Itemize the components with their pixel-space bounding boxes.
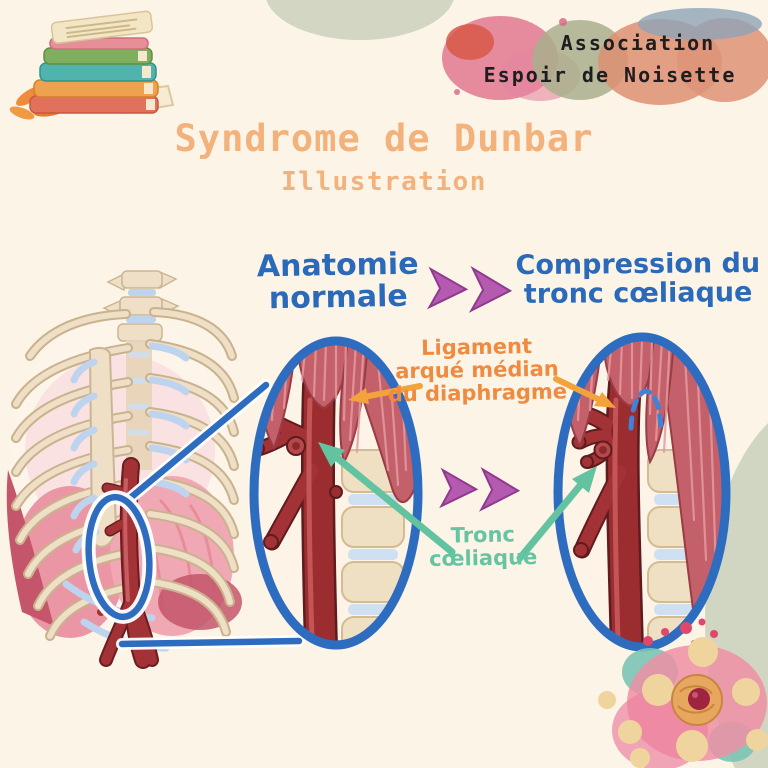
sage-blob-top <box>266 0 454 40</box>
zoom-highlight-ellipse <box>81 490 157 624</box>
label-celiac-compression: Compression du tronc cœliaque <box>512 247 764 311</box>
label-celiac-compression-line1: Compression du <box>515 247 761 282</box>
ligament-arrow-left <box>348 383 423 404</box>
compressed-circle-ring <box>553 332 731 652</box>
label-normal-anatomy: Anatomie normale <box>237 246 438 317</box>
normal-circle-ring <box>249 336 423 650</box>
annotation-ligament: Ligament arqué médian du diaphragme <box>376 334 577 407</box>
zoom-leader-lines <box>116 379 305 650</box>
association-name-line2: Espoir de Noisette <box>483 63 737 87</box>
compressed-anatomy-view <box>553 332 731 652</box>
books-stack <box>9 10 175 120</box>
annotation-ligament-line3: du diaphragme <box>387 379 568 407</box>
page-subtitle: Illustration <box>281 167 487 197</box>
annotation-celiac-trunk: Tronc cœliaque <box>403 522 564 572</box>
association-name-line1: Association <box>560 31 716 55</box>
ligament-arrow-right <box>553 376 616 408</box>
double-chevron-top <box>426 265 513 313</box>
label-normal-anatomy-line1: Anatomie <box>256 246 419 285</box>
label-normal-anatomy-line2: normale <box>268 279 409 317</box>
annotation-celiac-trunk-line2: cœliaque <box>428 545 538 572</box>
page-title: Syndrome de Dunbar <box>174 117 594 160</box>
celiac-arrow-left <box>318 442 456 556</box>
ribcage-illustration <box>6 270 242 669</box>
watercolor-splashes <box>442 8 768 105</box>
aorta-compressed <box>571 367 644 647</box>
celiac-arrow-right <box>516 466 597 562</box>
annotation-celiac-trunk-line1: Tronc <box>450 522 516 548</box>
watercolor-flower <box>598 618 768 768</box>
label-celiac-compression-line2: tronc cœliaque <box>523 277 753 311</box>
double-chevron-middle <box>439 466 521 512</box>
dashed-ligament-arc <box>628 388 664 433</box>
